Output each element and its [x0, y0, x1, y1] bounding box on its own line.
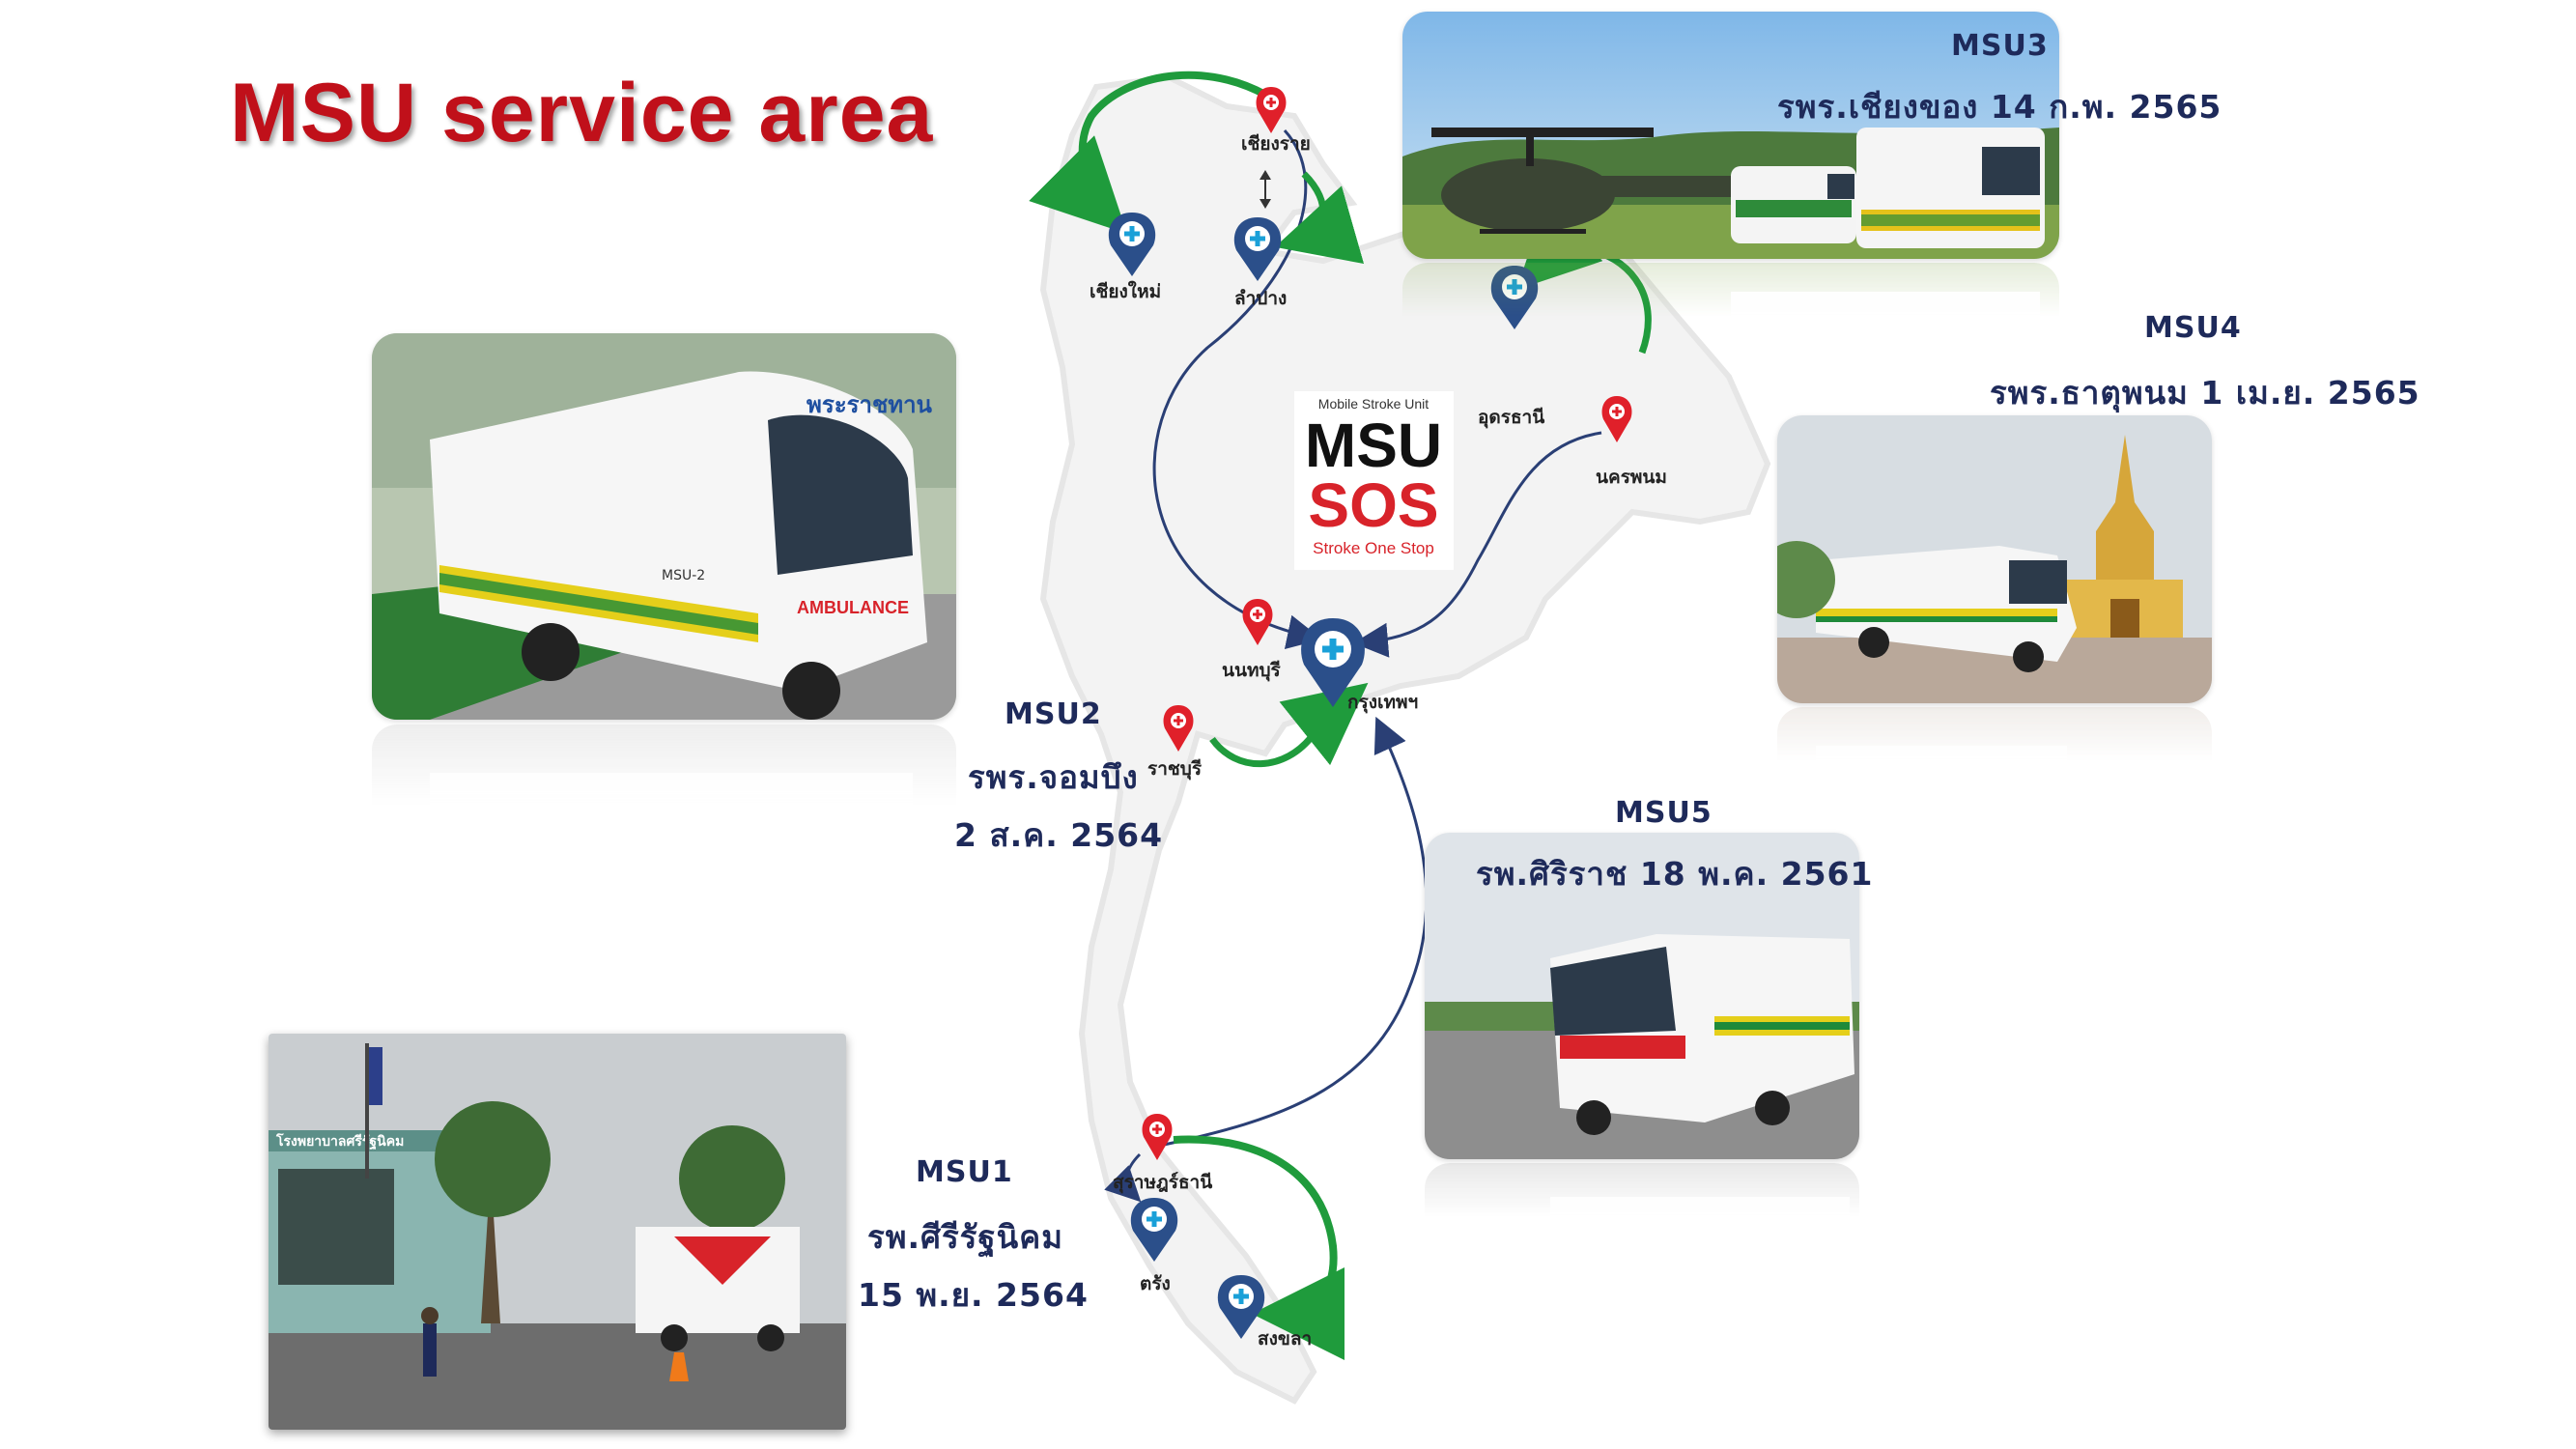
label-udonthani: อุดรธานี — [1478, 407, 1544, 429]
label-songkhla: สงขลา — [1258, 1328, 1312, 1350]
logo-line1: MSU — [1305, 411, 1442, 480]
photo-msu4 — [1777, 415, 2212, 703]
photo-msu2-reflection — [372, 724, 956, 840]
msu4-name: MSU4 — [2144, 311, 2242, 345]
pin-udonthani-icon — [1490, 266, 1539, 329]
label-lampang: ลำปาง — [1234, 288, 1287, 309]
photo-msu4-reflection — [1777, 707, 2212, 784]
msu5-name: MSU5 — [1615, 796, 1713, 830]
msu2-hospital: รพร.จอมบึง — [968, 758, 1139, 796]
label-chiangrai: เชียงราย — [1241, 133, 1311, 155]
route-surat-trang — [1104, 1152, 1142, 1203]
msu2-name: MSU2 — [1005, 697, 1102, 731]
pin-trang-icon — [1130, 1198, 1178, 1262]
label-chiangmai: เชียงใหม่ — [1090, 280, 1161, 302]
msu2-bus-sign: พระราชทาน — [807, 391, 933, 418]
slide-title: MSU service area — [230, 67, 934, 159]
msu5-hospital-date: รพ.ศิริราช 18 พ.ค. 2561 — [1476, 855, 1874, 893]
label-nakhonphanom: นครพนม — [1596, 467, 1667, 488]
msu-sos-logo: Mobile Stroke Unit MSU SOS Stroke One St… — [1294, 391, 1454, 570]
msu2-date: 2 ส.ค. 2564 — [954, 816, 1164, 854]
msu3-hospital-date: รพร.เชียงของ 14 ก.พ. 2565 — [1777, 88, 2222, 126]
msu1-name: MSU1 — [916, 1155, 1013, 1189]
transfer-surat-songkhla — [1173, 1135, 1345, 1360]
pin-nonthaburi-icon — [1242, 599, 1273, 645]
label-bangkok: กรุงเทพฯ — [1347, 692, 1418, 714]
pin-ratchaburi-icon — [1163, 705, 1194, 752]
transfer-chiangrai-chiangmai — [1029, 71, 1267, 234]
logo-tagline: Stroke One Stop — [1313, 539, 1434, 557]
pin-nakhonphanom-icon — [1601, 396, 1632, 442]
label-suratthani: สุราษฎร์ธานี — [1113, 1172, 1212, 1194]
pin-lampang-icon — [1233, 217, 1282, 281]
pin-chiangrai-icon — [1256, 87, 1287, 133]
msu2-bus-code: MSU-2 — [662, 568, 705, 583]
msu1-building-sign: โรงพยาบาลศรีรัฐนิคม — [275, 1132, 404, 1151]
thailand-map: เชียงราย เชียงใหม่ ลำปาง อุดรธานี นครพนม… — [1029, 71, 1771, 1405]
transfer-ratchaburi-bangkok — [1209, 682, 1369, 768]
msu4-hospital-date: รพร.ธาตุพนม 1 เม.ย. 2565 — [1990, 374, 2420, 412]
logo-caption: Mobile Stroke Unit — [1318, 396, 1429, 412]
photo-msu5-reflection — [1425, 1163, 1859, 1240]
photo-msu3-reflection — [1402, 263, 2059, 340]
route-northeast-bangkok — [1353, 431, 1602, 658]
msu1-hospital: รพ.ศีรีรัฐนิคม — [867, 1218, 1064, 1256]
msu1-date: 15 พ.ย. 2564 — [858, 1276, 1089, 1314]
pin-suratthani-icon — [1142, 1114, 1173, 1160]
photo-msu5 — [1425, 833, 1859, 1159]
photo-msu3 — [1402, 12, 2059, 259]
helicopter — [1441, 158, 1615, 232]
photo-msu1: โรงพยาบาลศรีรัฐนิคม — [269, 1034, 846, 1430]
photo-msu2: พระราชทาน MSU-2 AMBULANCE — [372, 333, 956, 720]
ambulance-mirror-text: AMBULANCE — [797, 598, 909, 617]
pin-chiangmai-icon — [1108, 213, 1156, 276]
logo-line2: SOS — [1308, 470, 1438, 540]
label-ratchaburi: ราชบุรี — [1147, 758, 1203, 781]
label-trang: ตรัง — [1140, 1273, 1171, 1294]
msu3-name: MSU3 — [1951, 29, 2049, 63]
transfer-chiangrai-lampang — [1274, 171, 1365, 265]
label-nonthaburi: นนทบุรี — [1222, 660, 1282, 682]
pin-bangkok-icon — [1301, 618, 1365, 707]
route-south-bangkok — [1163, 716, 1429, 1147]
pin-songkhla-icon — [1217, 1275, 1265, 1339]
